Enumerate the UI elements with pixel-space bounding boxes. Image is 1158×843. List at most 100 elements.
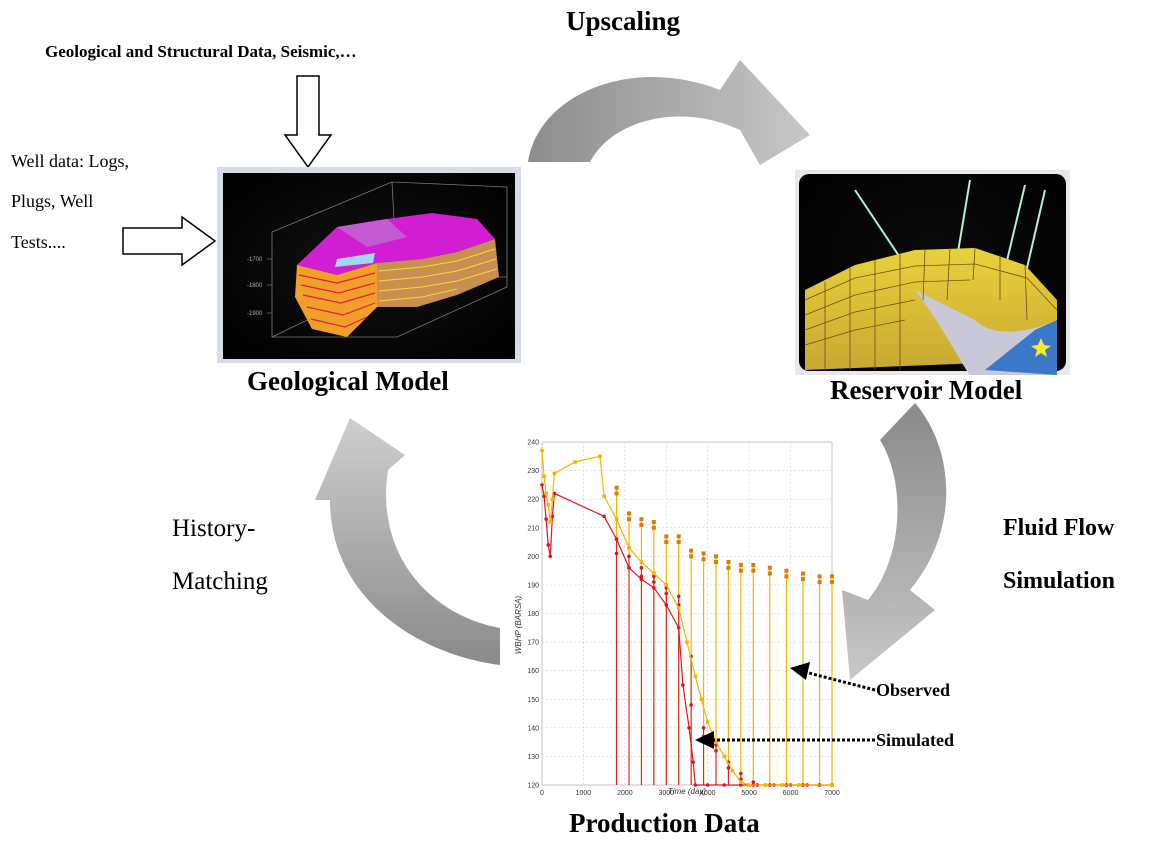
observed-point xyxy=(751,562,756,567)
simulated-point xyxy=(701,734,706,739)
observed-point xyxy=(722,754,727,759)
fluid-flow-label-1: Fluid Flow xyxy=(1003,515,1115,541)
observed-point xyxy=(767,571,772,576)
input-arrow-right xyxy=(122,215,217,267)
observed-point xyxy=(548,520,553,524)
simulated-point xyxy=(639,565,644,570)
observed-point xyxy=(627,545,631,550)
observed-point xyxy=(701,551,706,556)
x-tick-label: 7000 xyxy=(824,790,840,797)
simulated-point xyxy=(639,574,644,579)
simulated-point xyxy=(689,703,693,707)
production-data-label: Production Data xyxy=(569,808,760,838)
observed-point xyxy=(714,560,718,565)
simulated-point xyxy=(664,591,669,596)
geo-tick-label: -1700 xyxy=(247,257,263,263)
observed-point xyxy=(651,525,656,530)
observed-point xyxy=(573,460,577,464)
well-data-line-3: Tests.... xyxy=(11,232,66,252)
observed-label: Observed xyxy=(876,680,950,700)
y-tick-label: 220 xyxy=(527,497,539,504)
observed-point xyxy=(664,534,669,539)
simulated-point xyxy=(652,585,656,590)
geo-data-label: Geological and Structural Data, Seismic,… xyxy=(45,42,357,61)
observed-point xyxy=(817,574,822,579)
simulated-point xyxy=(652,574,656,579)
y-tick-label: 230 xyxy=(527,468,539,475)
observed-point xyxy=(747,783,751,787)
simulated-point xyxy=(681,683,685,687)
observed-point xyxy=(544,491,548,496)
observed-point xyxy=(726,560,731,565)
observed-point xyxy=(627,511,631,516)
simulated-point xyxy=(701,726,706,730)
history-matching-label-2: Matching xyxy=(172,568,268,595)
observed-point xyxy=(801,571,805,576)
history-matching-arrow xyxy=(315,418,500,665)
observed-point xyxy=(689,554,694,559)
simulated-point xyxy=(652,580,656,584)
observed-point xyxy=(830,574,834,579)
x-tick-label: 6000 xyxy=(783,790,799,797)
observed-point xyxy=(664,540,669,545)
observed-point xyxy=(614,485,619,490)
observed-point xyxy=(598,454,602,459)
y-tick-label: 240 xyxy=(527,440,539,447)
y-tick-label: 150 xyxy=(527,697,539,704)
observed-point xyxy=(738,568,743,573)
simulated-point xyxy=(552,491,557,496)
simulated-point xyxy=(739,771,743,776)
simulated-point xyxy=(602,514,606,519)
y-tick-label: 120 xyxy=(527,783,539,790)
simulated-point xyxy=(544,517,548,521)
observed-point xyxy=(676,540,681,545)
observed-point xyxy=(730,768,735,773)
observed-point xyxy=(639,560,644,564)
observed-point xyxy=(830,783,834,787)
simulated-point xyxy=(726,766,731,770)
simulated-point xyxy=(627,554,631,559)
simulated-point xyxy=(751,780,756,784)
observed-point xyxy=(693,674,698,679)
observed-point xyxy=(651,520,656,525)
simulated-point xyxy=(722,783,727,787)
observed-point xyxy=(739,780,743,784)
y-tick-label: 170 xyxy=(527,640,539,647)
simulated-label: Simulated xyxy=(876,730,955,750)
y-tick-label: 130 xyxy=(527,754,539,761)
observed-point xyxy=(705,720,710,724)
input-arrow-down xyxy=(283,75,333,169)
simulated-point xyxy=(714,748,718,753)
simulated-point xyxy=(639,577,644,581)
observed-point xyxy=(701,557,706,562)
observed-point xyxy=(817,580,822,585)
observed-point xyxy=(738,562,743,567)
geological-model-label: Geological Model xyxy=(247,366,449,396)
observed-point xyxy=(726,565,731,570)
fluid-flow-arrow xyxy=(842,403,947,680)
geo-tick-label: -1900 xyxy=(247,311,263,317)
simulated-point xyxy=(540,483,544,487)
simulated-point xyxy=(546,543,551,547)
observed-point xyxy=(714,740,718,744)
observed-point xyxy=(767,565,772,570)
simulated-point xyxy=(614,551,619,556)
observed-point xyxy=(540,448,544,453)
observed-point xyxy=(664,583,669,587)
simulated-point xyxy=(627,565,631,570)
y-tick-label: 210 xyxy=(527,525,539,532)
observed-point xyxy=(689,548,694,553)
observed-point xyxy=(602,494,606,499)
y-tick-label: 180 xyxy=(527,611,539,618)
simulated-point xyxy=(548,554,553,559)
simulated-point xyxy=(676,594,681,599)
simulated-point xyxy=(705,783,710,787)
observed-point xyxy=(676,534,681,539)
y-tick-label: 160 xyxy=(527,668,539,675)
reservoir-model-image xyxy=(795,170,1070,375)
x-tick-label: 2000 xyxy=(617,790,633,797)
chart-x-axis-label: Time (day) xyxy=(668,787,706,796)
y-tick-label: 190 xyxy=(527,582,539,589)
